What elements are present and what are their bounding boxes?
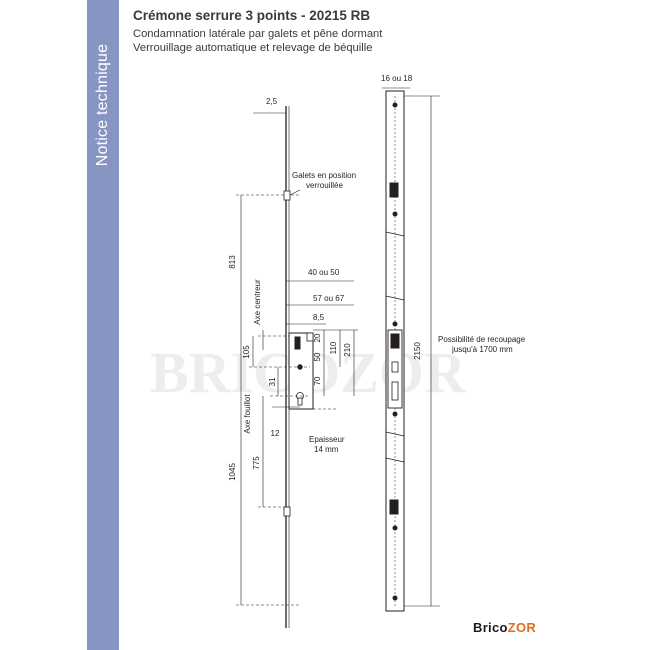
galets-leader [289,189,301,196]
dim-40-50: 40 ou 50 [308,268,340,277]
label-recoupage-line-2: jusqu'à 1700 mm [451,345,513,354]
dim-813: 813 [228,255,237,269]
dim-1045: 1045 [228,463,237,481]
dim-8-5: 8,5 [313,313,325,322]
front-hole-3 [392,411,398,417]
dim-width: 16 ou 18 [381,74,413,83]
label-galets-line-1: Galets en position [292,171,356,180]
label-epaisseur-line-1: Epaisseur [309,435,345,444]
dim-31: 31 [268,377,277,386]
front-hole-1 [392,211,398,217]
brand-logo-part-1: Brico [473,620,508,635]
cylinder-slot [297,397,303,406]
front-lock-bolt [390,333,400,349]
front-view [382,87,440,612]
brand-logo-part-2: ZOR [507,620,537,635]
document-subtitle-2: Verrouillage automatique et relevage de … [133,42,373,54]
dim-2150: 2150 [413,342,422,360]
dim-12: 12 [271,429,280,438]
document-title: Crémone serrure 3 points - 20215 RB [133,8,371,23]
top-roller [283,190,291,201]
dim-57-67: 57 ou 67 [313,294,345,303]
front-lock-follower [391,361,399,373]
joint-2 [385,295,405,301]
label-axe-fouillot: Axe fouillot [243,394,252,434]
dim-20: 20 [313,333,322,342]
dim-775: 775 [252,456,261,470]
side-view [236,106,358,628]
dim-105: 105 [242,345,251,359]
label-epaisseur-line-2: 14 mm [314,445,339,454]
front-hole-bottom [392,595,398,601]
bottom-roller [283,506,291,517]
dim-110: 110 [329,341,338,354]
joint-4 [385,457,405,463]
lock-latch [306,332,314,342]
front-top-roller [389,182,399,198]
front-hole-4 [392,525,398,531]
sidebar-band [87,0,119,650]
joint-1 [385,231,405,237]
dim-70: 70 [313,376,322,385]
brand-logo: BricoZOR [473,620,536,635]
front-hole-2 [392,321,398,327]
front-hole-top [392,102,398,108]
front-bottom-roller [389,499,399,515]
front-lock-cylinder [391,381,399,401]
label-axe-centreur: Axe centreur [253,279,262,325]
dim-thickness: 2,5 [266,97,278,106]
document-subtitle-1: Condamnation latérale par galets et pêne… [133,28,383,40]
dim-50: 50 [313,352,322,361]
label-galets-line-2: verrouillée [306,181,343,190]
lock-bolt [294,336,301,350]
joint-3 [385,431,405,437]
dim-210: 210 [343,343,352,357]
label-recoupage-line-1: Possibilité de recoupage [438,335,526,344]
